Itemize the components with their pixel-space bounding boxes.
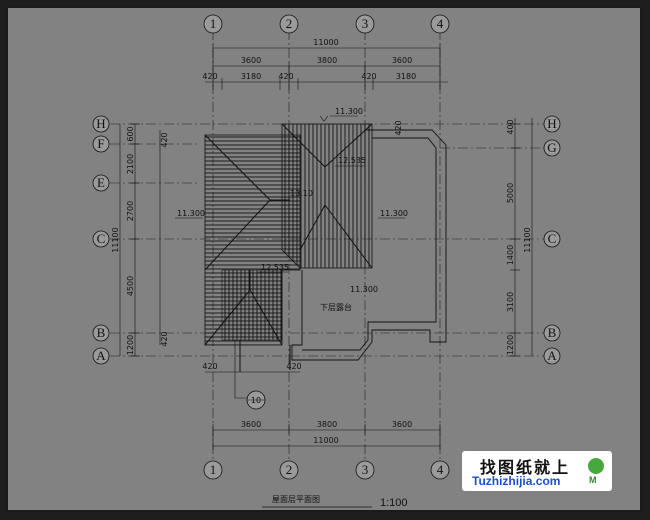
drawing-scale: 1:100 (380, 497, 408, 509)
axis-label-G-right: G (547, 140, 556, 155)
dim-right-sub-5: 1200 (506, 335, 515, 355)
axis-label-3-top: 3 (362, 16, 369, 31)
dim-left-sub-1: 420 (160, 132, 169, 147)
dim-right-total: 11100 (523, 227, 532, 252)
elevation-1: 11.300 (335, 107, 363, 116)
dim-bottom-span-3: 3600 (392, 420, 412, 429)
axis-label-A-left: A (96, 348, 106, 363)
dim-left-sub-3: 2100 (126, 154, 135, 174)
axis-label-2-bottom: 2 (286, 462, 293, 477)
axis-label-B-left: B (97, 325, 106, 340)
axis-label-1-top: 1 (210, 16, 217, 31)
elevation-6: 12.535 (261, 263, 289, 272)
elevation-7: 11.300 (350, 285, 378, 294)
dim-left-sub-6: 420 (160, 331, 169, 346)
elevation-4: 11.300 (177, 209, 205, 218)
axis-label-C-left: C (97, 231, 106, 246)
dim-top-sub-2: 3180 (241, 72, 261, 81)
watermark-suffix: M (589, 475, 597, 485)
dim-top-span-3: 3600 (392, 56, 412, 65)
drawing-title: 屋面层平面图 (272, 495, 320, 504)
dim-small-1: 420 (202, 362, 217, 371)
detail-leader (234, 340, 250, 399)
axis-label-H-right: H (547, 116, 556, 131)
left-dimension-lines (119, 123, 161, 357)
terrace-label: 下层露台 (320, 302, 352, 312)
watermark-site-text: Tuzhizhijia.com (472, 474, 561, 488)
top-dimension-lines (205, 44, 448, 90)
dim-top-span-2: 3800 (317, 56, 337, 65)
dim-left-sub-5: 4500 (126, 276, 135, 296)
elevation-symbols (175, 115, 405, 273)
terrace-outline (291, 129, 447, 361)
axis-label-2-top: 2 (286, 16, 293, 31)
dim-right-sub-4: 3100 (506, 292, 515, 312)
axis-bubbles-left (92, 115, 110, 365)
axis-label-H-left: H (96, 116, 105, 131)
right-dimension-lines (510, 118, 533, 357)
detail-marker-label: 10 (251, 396, 261, 405)
dim-small-2: 420 (286, 362, 301, 371)
dim-left-total: 11100 (111, 227, 120, 252)
axis-bubbles-top (203, 14, 450, 34)
axis-label-B-right: B (548, 325, 557, 340)
dim-top-sub-4: 420 (361, 72, 376, 81)
dim-left-sub-4: 2700 (126, 201, 135, 221)
axis-label-E-left: E (97, 175, 105, 190)
axis-grid-lines (110, 30, 545, 470)
roof-hatching (204, 123, 373, 346)
dim-bottom-span-2: 3800 (317, 420, 337, 429)
dim-top-sub-1: 420 (202, 72, 217, 81)
axis-bubbles-bottom (203, 460, 450, 480)
elevation-2: 12.535 (338, 156, 366, 165)
roof-ridge-lines (204, 123, 373, 372)
axis-label-3-bottom: 3 (362, 462, 369, 477)
dim-bottom-total: 11000 (313, 436, 338, 445)
dim-top-total: 11000 (313, 38, 338, 47)
axis-label-4-bottom: 4 (437, 462, 444, 477)
axis-label-F-left: F (97, 136, 104, 151)
dim-left-sub-7: 1200 (126, 335, 135, 355)
axis-label-4-top: 4 (437, 16, 444, 31)
watermark-banner: 找图纸就上 Tuzhizhijia.com M (462, 451, 612, 491)
dim-right-sub-3: 1400 (506, 245, 515, 265)
dim-small-3: 420 (394, 120, 403, 135)
dim-left-sub-2: 600 (126, 126, 135, 141)
axis-bubbles-right (543, 115, 561, 365)
dim-bottom-span-1: 3600 (241, 420, 261, 429)
dim-top-span-1: 3600 (241, 56, 261, 65)
watermark-chinese-text: 找图纸就上 (480, 458, 571, 477)
watermark-logo-icon (588, 458, 604, 474)
dim-top-sub-3: 420 (278, 72, 293, 81)
axis-label-A-right: A (547, 348, 557, 363)
dim-right-sub-2: 5000 (506, 183, 515, 203)
bottom-dimension-lines (205, 371, 441, 450)
elevation-3: 13.10 (290, 189, 313, 198)
dim-top-sub-5: 3180 (396, 72, 416, 81)
elevation-5: 11.300 (380, 209, 408, 218)
dim-right-sub-1: 400 (506, 119, 515, 134)
axis-label-1-bottom: 1 (210, 462, 217, 477)
axis-label-C-right: C (548, 231, 557, 246)
